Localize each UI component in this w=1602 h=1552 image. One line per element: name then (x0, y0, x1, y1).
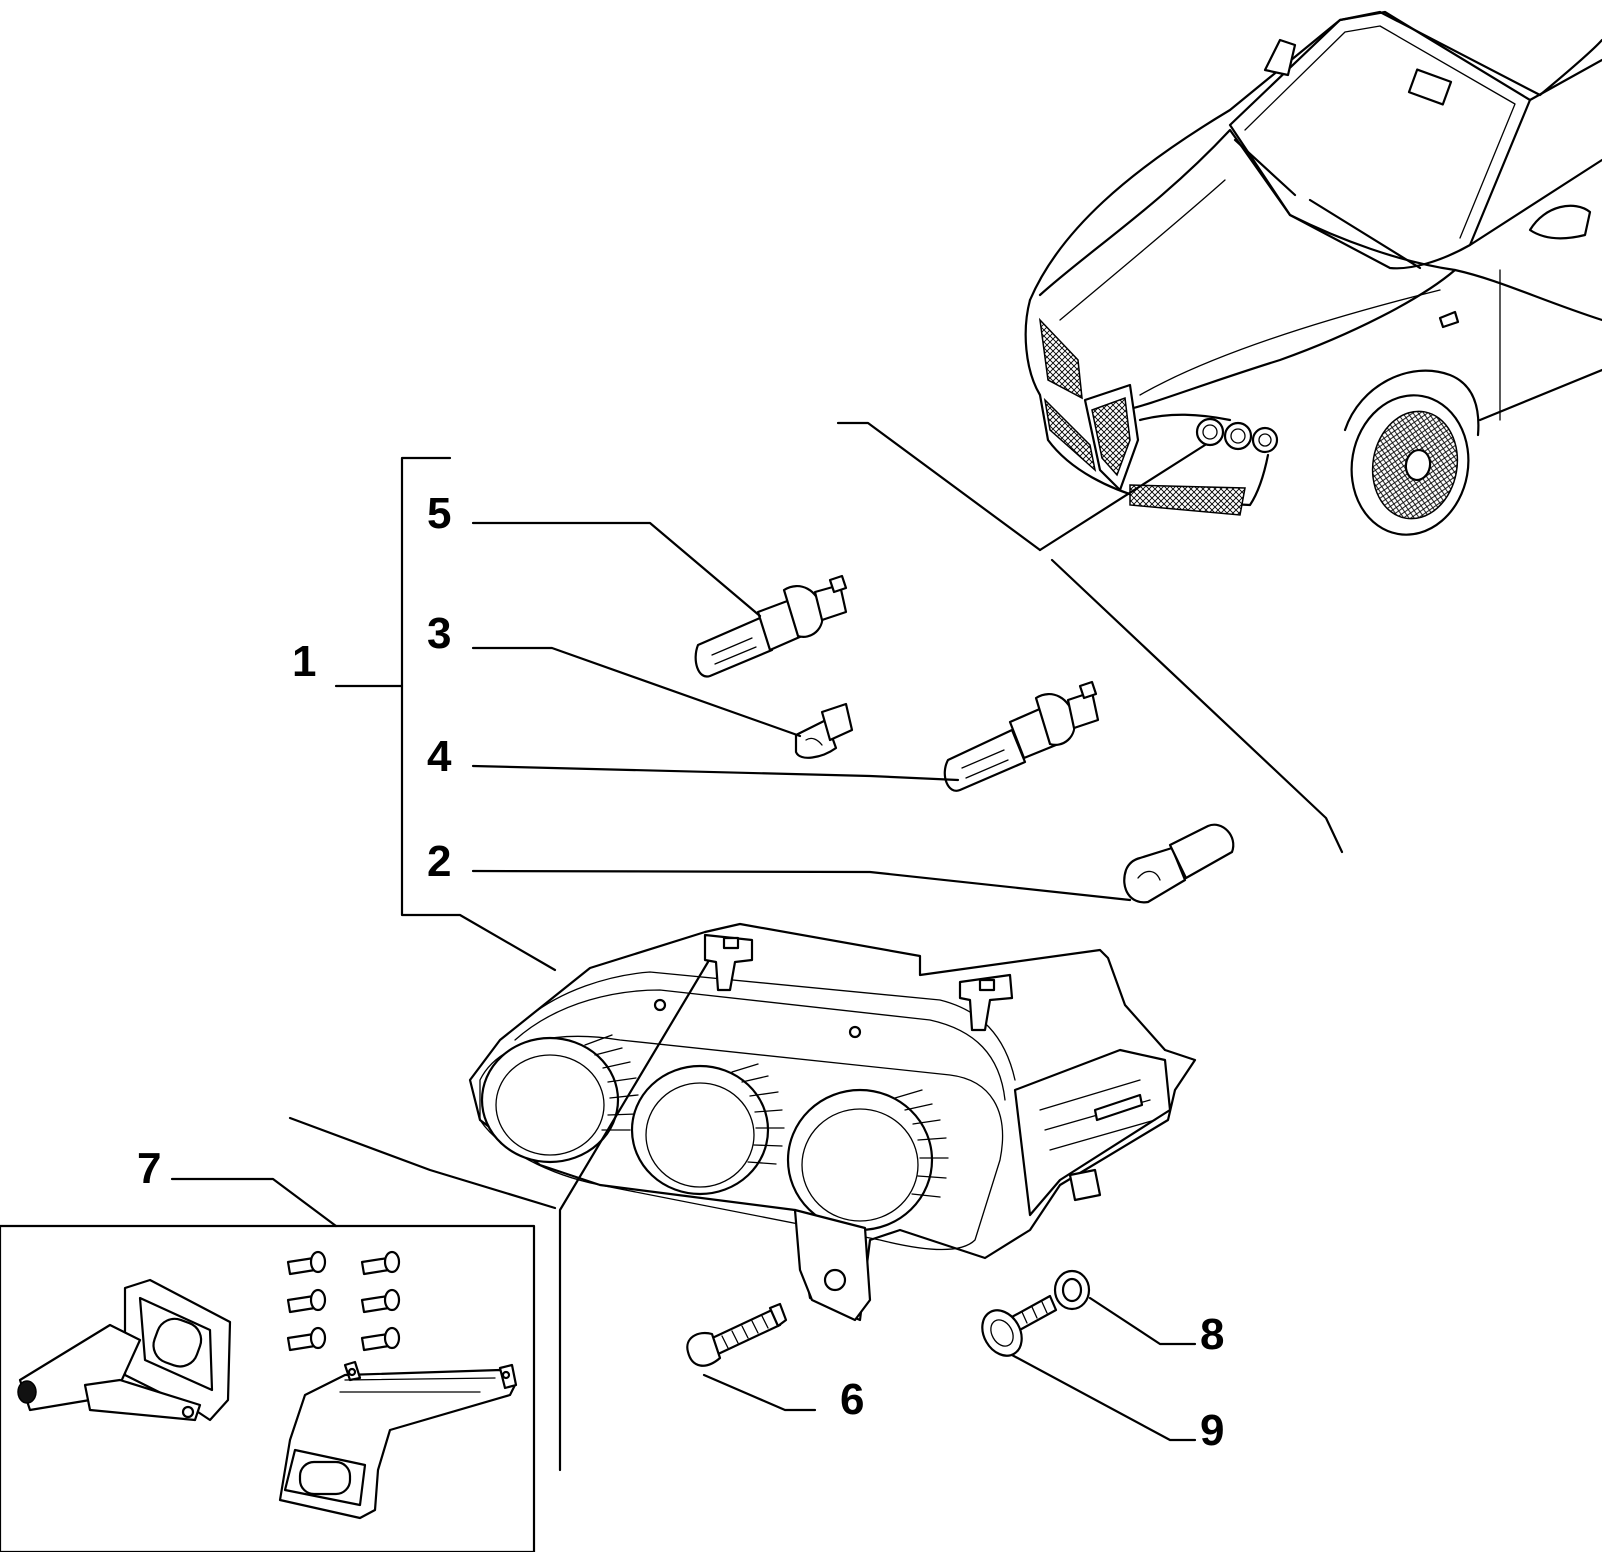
bulb-2-bayonet (1123, 823, 1235, 904)
headlamp-assembly (468, 922, 1197, 1322)
callout-5: 5 (427, 489, 451, 538)
bracket-kit-7 (0, 1224, 536, 1552)
screw-6 (686, 1302, 788, 1367)
callout-1: 1 (292, 637, 316, 686)
bulb-4-headlamp (943, 680, 1100, 792)
headlamp-lens-left (480, 1034, 639, 1164)
callout-7: 7 (137, 1144, 161, 1193)
kit-screw-set (286, 1250, 401, 1352)
headlamp-lens-center (630, 1063, 785, 1196)
headlamp-lens-right (786, 1088, 949, 1232)
washer-8 (1053, 1269, 1091, 1311)
assembly-bracket (334, 456, 557, 972)
screw-9 (981, 1294, 1058, 1357)
callout-8: 8 (1200, 1310, 1224, 1359)
bulb-3-small (794, 702, 854, 759)
callout-leader-lines (170, 521, 1197, 1442)
callout-6: 6 (840, 1375, 864, 1424)
callout-9: 9 (1200, 1406, 1224, 1455)
callout-4: 4 (427, 732, 452, 781)
bulb-5-headlamp (694, 574, 848, 678)
headlamp-leader-lines (288, 960, 710, 1472)
car-front-view (1024, 10, 1602, 536)
callout-3: 3 (427, 609, 451, 658)
car-leader-lines (836, 421, 1344, 854)
callout-2: 2 (427, 837, 451, 886)
